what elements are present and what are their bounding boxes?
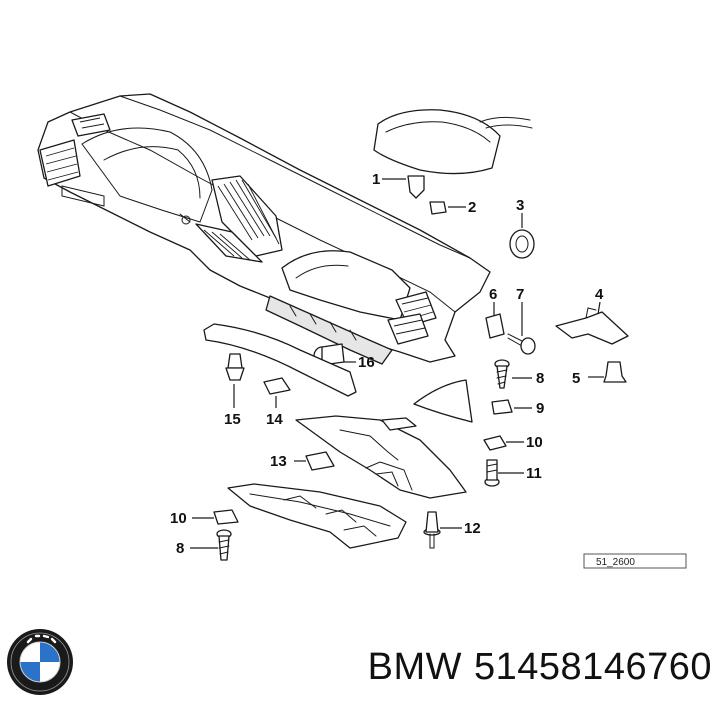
callout-14: 14 [266, 411, 283, 428]
knee-bolster-panel [227, 483, 407, 549]
callout-15: 15 [224, 411, 241, 428]
small-trim-piece [381, 417, 417, 431]
reference-code: 51_2600 [596, 557, 635, 568]
callout-9: 9 [536, 400, 544, 417]
clip-right [483, 435, 507, 451]
callout-1: 1 [372, 171, 380, 188]
screw-long [484, 459, 500, 487]
part-number: 51458146760 [474, 646, 712, 688]
callout-10: 10 [526, 434, 543, 451]
small-clip [429, 201, 447, 215]
trim-strip [203, 323, 357, 397]
brand-name: BMW [367, 646, 463, 688]
callout-6: 6 [489, 286, 497, 303]
push-nut [603, 361, 627, 383]
bracket-clip [407, 175, 425, 199]
airbag-cover [373, 109, 533, 175]
bolt-washer [507, 333, 536, 355]
bmw-roundel-icon [7, 629, 73, 695]
callout-7: 7 [516, 286, 524, 303]
callout-16: 16 [358, 354, 375, 371]
expanding-plug [225, 353, 245, 381]
clip-lower-left [213, 509, 239, 525]
leader-lines [190, 178, 604, 549]
reference-code-box: 51_2600 [583, 553, 687, 569]
center-vent-grill [217, 179, 280, 245]
callout-3: 3 [516, 197, 524, 214]
part-caption: BMW 51458146760 [368, 646, 712, 689]
grommet [509, 229, 535, 259]
push-rivet [423, 511, 441, 549]
callout-2: 2 [468, 199, 476, 216]
speed-nut [491, 399, 513, 415]
screw-right [494, 359, 510, 389]
callout-5: 5 [572, 370, 580, 387]
callout-10-lower: 10 [170, 510, 187, 527]
callout-4: 4 [595, 286, 604, 303]
clip-left [263, 377, 291, 395]
spring-clip [485, 313, 505, 339]
callout-8-lower: 8 [176, 540, 184, 557]
screw-lower-left [216, 529, 232, 561]
callout-11: 11 [526, 465, 542, 482]
lower-cover-panel [295, 415, 467, 499]
dashboard-panel [37, 93, 491, 365]
callout-8: 8 [536, 370, 544, 387]
callout-labels: 1 2 3 4 5 6 7 8 9 10 11 12 13 14 15 16 1… [170, 171, 604, 557]
clip-center [305, 451, 335, 471]
callout-12: 12 [464, 520, 481, 537]
corner-trim [413, 379, 473, 423]
callout-13: 13 [270, 453, 287, 470]
mounting-bracket [555, 311, 629, 345]
